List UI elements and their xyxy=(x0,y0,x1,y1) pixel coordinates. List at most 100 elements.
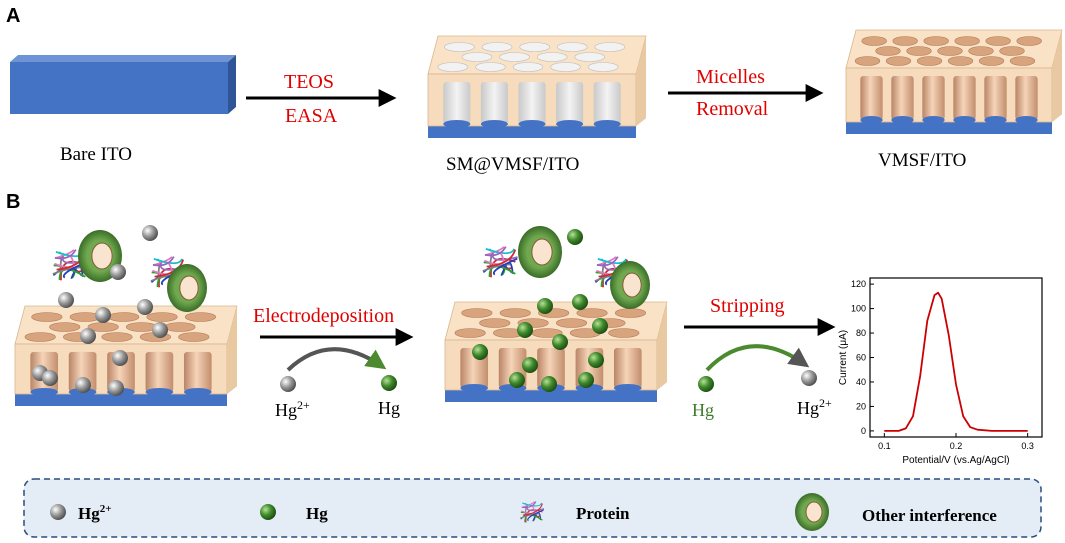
x-tick-label: 0.1 xyxy=(878,441,891,451)
protein-strand xyxy=(522,503,543,516)
top-pore xyxy=(1009,56,1036,66)
pore-channel xyxy=(145,352,174,392)
channel-electrode xyxy=(556,120,584,128)
channel-electrode xyxy=(518,120,546,128)
y-tick-label: 20 xyxy=(856,401,866,411)
top-pore xyxy=(108,312,140,322)
top-pore xyxy=(184,312,217,322)
pore-channel xyxy=(593,82,621,124)
channel-electrode xyxy=(460,384,489,392)
top-pore xyxy=(574,52,606,62)
top-pore xyxy=(861,36,887,46)
hg2-ion xyxy=(142,225,158,241)
x-tick-label: 0.3 xyxy=(1021,441,1034,451)
hg-right-label: Hg xyxy=(692,400,714,420)
top-pore xyxy=(178,332,210,342)
pore-channel xyxy=(183,352,212,392)
protein-strand xyxy=(489,248,494,252)
protein-strand xyxy=(486,249,517,268)
vmsf-ito-block xyxy=(845,29,1063,134)
pore-channel xyxy=(518,82,546,124)
top-pore xyxy=(519,42,550,52)
middle-interferents xyxy=(472,226,650,392)
protein-strand xyxy=(596,256,619,267)
hg2-ion xyxy=(75,377,91,393)
pore-channel xyxy=(984,76,1007,120)
silica-side-face xyxy=(657,302,667,390)
top-pore xyxy=(978,56,1005,66)
hg-atom xyxy=(592,318,608,334)
hg-atom xyxy=(572,294,588,310)
channel-electrode xyxy=(1015,116,1038,124)
hg-atom xyxy=(552,334,568,350)
pore-channel xyxy=(860,76,883,120)
panel-b-letter: B xyxy=(6,191,20,213)
channel-electrode xyxy=(593,120,621,128)
silica-side-face xyxy=(227,306,237,394)
hg2-ion xyxy=(95,307,111,323)
top-pore xyxy=(947,56,974,66)
vmsf-label: VMSF/ITO xyxy=(878,150,966,171)
hg2-ion xyxy=(108,380,124,396)
top-pore xyxy=(49,322,81,332)
protein-strand xyxy=(521,501,537,509)
channel-electrode xyxy=(183,388,212,396)
protein-strand xyxy=(157,258,162,262)
ito-base xyxy=(15,394,227,406)
ito-base xyxy=(445,390,657,402)
legend-hg-icon xyxy=(260,504,276,520)
hg2-ion xyxy=(112,350,128,366)
hg-atom xyxy=(567,229,583,245)
channel-electrode xyxy=(30,388,59,396)
y-tick-label: 100 xyxy=(851,304,866,314)
protein-strand xyxy=(152,256,175,267)
top-pore xyxy=(146,312,178,322)
top-pore xyxy=(916,56,943,66)
channel-electrode xyxy=(953,116,976,124)
top-pore xyxy=(923,36,949,46)
top-pore xyxy=(906,46,932,56)
protein-strand xyxy=(59,251,64,255)
top-pore xyxy=(885,56,912,66)
pore-channel xyxy=(953,76,976,120)
hg2-ion xyxy=(137,299,153,315)
protein-strand xyxy=(54,249,77,260)
micelles-label: Micelles xyxy=(696,66,765,88)
bare-ito-slab xyxy=(10,55,236,114)
x-tick-label: 0.2 xyxy=(950,441,963,451)
plot-frame xyxy=(869,277,1043,438)
legend-box xyxy=(23,478,1042,538)
hg-atom-icon-2 xyxy=(698,376,714,392)
top-pore xyxy=(31,312,63,322)
legend-protein-icon xyxy=(520,501,545,523)
ito-base xyxy=(428,126,636,138)
protein-strand xyxy=(601,258,606,262)
y-tick-label: 60 xyxy=(856,353,866,363)
hg-atom xyxy=(537,298,553,314)
top-pore xyxy=(454,328,486,338)
channel-electrode xyxy=(891,116,914,124)
teos-label: TEOS xyxy=(284,71,334,93)
channel-electrode xyxy=(860,116,883,124)
hg2-left-label: Hg2+ xyxy=(275,398,310,420)
top-pore xyxy=(461,52,493,62)
top-pore xyxy=(24,332,56,342)
hg-atom xyxy=(578,372,594,388)
top-pore xyxy=(937,46,963,56)
hg-atom xyxy=(541,376,557,392)
hg2-ion xyxy=(110,264,126,280)
top-pore xyxy=(556,42,588,52)
hg2-ion-icon-2 xyxy=(801,370,817,386)
protein-strand xyxy=(482,263,511,272)
top-pore xyxy=(576,308,608,318)
protein-strand xyxy=(520,513,540,519)
y-tick-label: 0 xyxy=(861,426,866,436)
protein-strand xyxy=(492,257,518,276)
removal-label: Removal xyxy=(696,98,769,120)
top-pore xyxy=(461,308,493,318)
protein-strand xyxy=(524,502,528,506)
top-pore xyxy=(985,36,1011,46)
bare-ito-label: Bare ITO xyxy=(60,144,132,165)
top-pore xyxy=(954,36,980,46)
